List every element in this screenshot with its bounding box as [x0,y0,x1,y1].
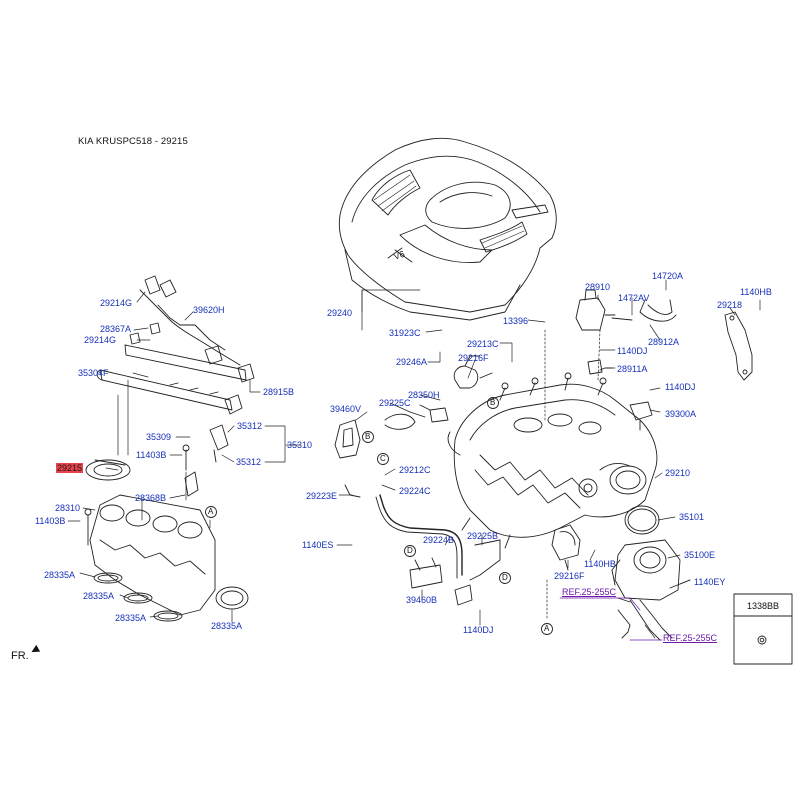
throttle-body [611,505,691,641]
marker-b-left: B [365,432,371,441]
callout-31923c[interactable]: 31923C [389,328,421,338]
callout-29223e[interactable]: 29223E [306,491,338,501]
callout-28910[interactable]: 28910 [585,282,611,292]
callout-28335a-1[interactable]: 28335A [44,570,76,580]
callout-11403b-a[interactable]: 11403B [136,450,167,460]
callout-39620h[interactable]: 39620H [193,305,225,315]
callout-1140dj-b[interactable]: 1140DJ [665,382,696,392]
callout-29214g-b[interactable]: 29214G [84,335,117,345]
callout-14720a[interactable]: 14720A [652,271,684,281]
callout-35304f[interactable]: 35304F [78,368,109,378]
callout-35310[interactable]: 35310 [287,440,313,450]
callout-1140ey[interactable]: 1140EY [694,577,726,587]
reference-link-2[interactable]: REF.25-255C [663,633,718,643]
callout-28335a-4[interactable]: 28335A [211,621,243,631]
callout-35100e[interactable]: 35100E [684,550,716,560]
callout-28912a[interactable]: 28912A [648,337,680,347]
callout-28310[interactable]: 28310 [55,503,81,513]
callout-1140dj-bottom[interactable]: 1140DJ [463,625,494,635]
callout-29212c[interactable]: 29212C [399,465,431,475]
marker-a-right: A [544,624,550,633]
callout-35309[interactable]: 35309 [146,432,172,442]
callout-1140es[interactable]: 1140ES [302,540,334,550]
intake-manifold [447,372,658,549]
callout-1140hb-top[interactable]: 1140HB [740,287,772,297]
callout-28335a-2[interactable]: 28335A [83,591,115,601]
callout-1472av[interactable]: 1472AV [618,293,650,303]
engine-cover: V6 [338,137,557,321]
reference-link-1[interactable]: REF.25-255C [562,587,617,597]
callout-29225c[interactable]: 29225C [379,398,411,408]
marker-b-right: B [490,398,496,407]
callout-28911a[interactable]: 28911A [617,364,648,374]
callout-35101[interactable]: 35101 [679,512,705,522]
callout-35312-b[interactable]: 35312 [236,457,262,467]
callout-29246a[interactable]: 29246A [396,357,428,367]
callout-29214g-a[interactable]: 29214G [100,298,133,308]
callout-28350h[interactable]: 28350H [408,390,440,400]
marker-c: C [380,454,386,463]
callout-39460v[interactable]: 39460V [330,404,362,414]
callout-28915b[interactable]: 28915B [263,387,295,397]
callout-11403b-b[interactable]: 11403B [35,516,66,526]
leader-lines [67,279,761,639]
callout-29224b[interactable]: 29224B [423,535,455,545]
callout-29224c[interactable]: 29224C [399,486,431,496]
valves-sensors [334,289,653,606]
marker-a-left: A [208,507,214,516]
marker-d-left: D [407,546,413,555]
callout-29215-highlighted[interactable]: 29215 [56,463,84,473]
callout-13396[interactable]: 13396 [503,316,529,326]
callout-1140hb-mid[interactable]: 1140HB [584,559,616,569]
callout-35312-a[interactable]: 35312 [237,421,263,431]
svg-text:V6: V6 [392,249,406,262]
callout-39300a[interactable]: 39300A [665,409,697,419]
callout-29216f-top[interactable]: 29216F [458,353,489,363]
inset-box-part-number[interactable]: 1338BB [746,601,780,611]
diagram-header: KIA KRUSPC518 - 29215 [78,136,188,147]
callout-29216f-bottom[interactable]: 29216F [554,571,585,581]
inset-box-1338bb [733,593,793,665]
fuel-rail [96,275,255,497]
callout-39460b[interactable]: 39460B [406,595,438,605]
callout-29210[interactable]: 29210 [665,468,691,478]
marker-circles [205,397,553,635]
callout-1140dj-a[interactable]: 1140DJ [617,346,648,356]
front-marker: FR. [11,650,29,662]
bracket-29218 [724,311,753,381]
hoses [344,299,677,581]
callout-29225b[interactable]: 29225B [467,531,499,541]
callout-28368b[interactable]: 28368B [135,493,167,503]
marker-d-right: D [502,573,508,582]
callout-29213c[interactable]: 29213C [467,339,499,349]
lower-intake [84,459,249,622]
callout-28367a[interactable]: 28367A [100,324,132,334]
callout-29240[interactable]: 29240 [327,308,353,318]
callout-29218[interactable]: 29218 [717,300,743,310]
callout-28335a-3[interactable]: 28335A [115,613,147,623]
